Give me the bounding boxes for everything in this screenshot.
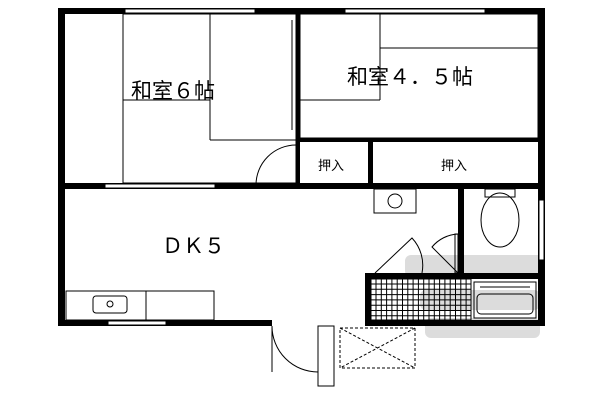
room-label-dk: ＤＫ５ — [162, 234, 225, 258]
room-label-washitsu6: 和室６帖 — [131, 79, 215, 103]
room-label-washitsu45: 和室４．５帖 — [347, 65, 473, 89]
doors — [255, 144, 459, 387]
windows — [104, 8, 545, 326]
kitchen-counter — [65, 290, 215, 321]
bathtub-icon — [473, 281, 537, 319]
tatami-lines — [122, 13, 539, 184]
sink-icon — [373, 188, 417, 214]
toilet-icon — [480, 188, 520, 248]
tile-floor — [370, 278, 472, 321]
walls — [58, 8, 545, 326]
room-label-oshiire-1: 押入 — [318, 159, 345, 174]
shoe-cabinet — [339, 327, 416, 369]
room-label-oshiire-2: 押入 — [441, 159, 468, 174]
